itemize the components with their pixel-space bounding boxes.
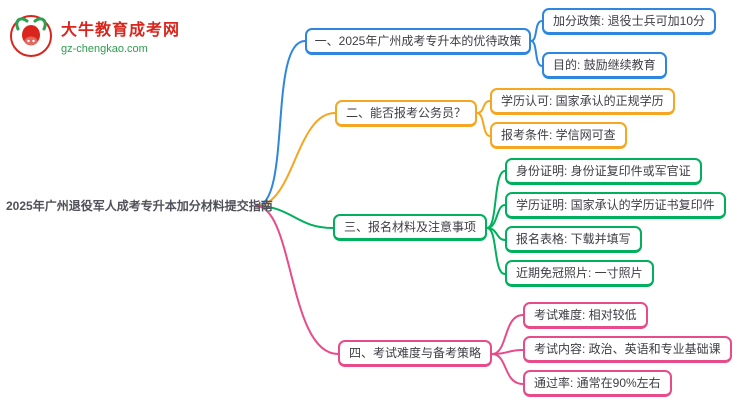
logo: 大牛教育成考网 gz-chengkao.com: [8, 12, 180, 58]
leaf-node-difficulty: 考试难度: 相对较低: [523, 302, 648, 329]
logo-text: 大牛教育成考网 gz-chengkao.com: [61, 16, 180, 55]
bull-logo-icon: [10, 15, 52, 57]
leaf-node-id-proof: 身份证明: 身份证复印件或军官证: [505, 158, 702, 185]
leaf-node-purpose: 目的: 鼓励继续教育: [542, 52, 667, 79]
leaf-node-form: 报名表格: 下载并填写: [505, 226, 642, 253]
leaf-node-photo: 近期免冠照片: 一寸照片: [505, 260, 654, 287]
logo-url: gz-chengkao.com: [61, 42, 148, 55]
leaf-node-bonus-policy: 加分政策: 退役士兵可加10分: [542, 8, 717, 35]
root-node: 2025年广州退役军人成考专升本加分材料提交指南: [6, 199, 273, 213]
leaf-node-degree-proof: 学历证明: 国家承认的学历证书复印件: [505, 192, 726, 219]
leaf-node-exam-content: 考试内容: 政治、英语和专业基础课: [523, 336, 732, 363]
leaf-node-pass-rate: 通过率: 通常在90%左右: [523, 370, 672, 397]
branch-node-civil-servant: 二、能否报考公务员？: [335, 100, 477, 127]
branch-node-exam-strategy: 四、考试难度与备考策略: [338, 340, 492, 367]
leaf-node-apply-condition: 报考条件: 学信网可查: [490, 122, 627, 149]
leaf-node-degree-recognition: 学历认可: 国家承认的正规学历: [490, 88, 675, 115]
logo-title: 大牛教育成考网: [61, 21, 181, 39]
branch-node-materials: 三、报名材料及注意事项: [333, 214, 487, 241]
branch-node-preferential-policy: 一、2025年广州成考专升本的优待政策: [305, 28, 531, 55]
